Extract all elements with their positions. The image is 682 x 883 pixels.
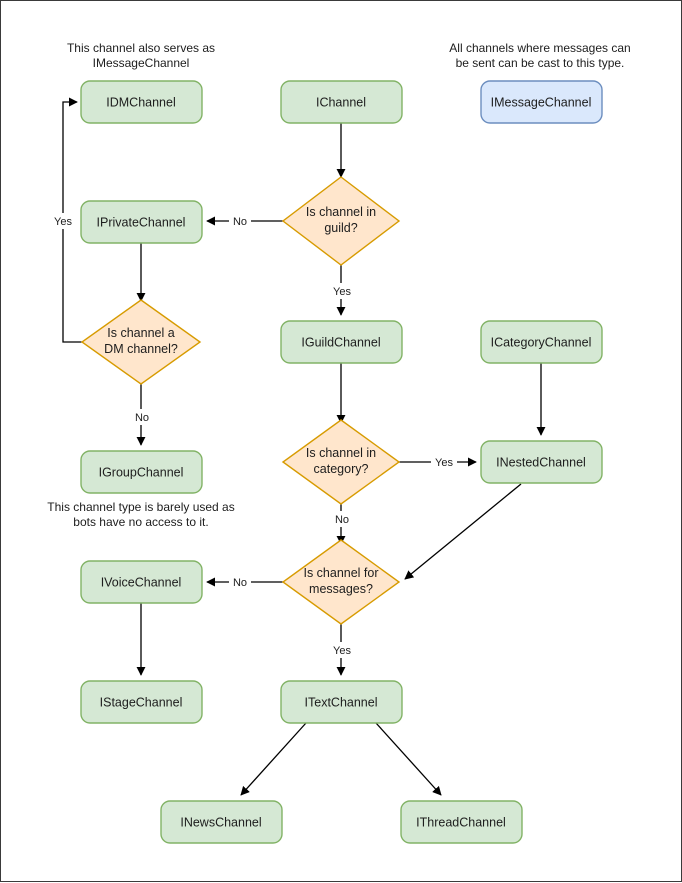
edge-label-dm-no: No <box>135 412 149 424</box>
node-igroupchannel-shape[interactable] <box>80 450 203 494</box>
edge-label-messages-no: No <box>233 577 247 589</box>
node-ichannel[interactable]: IChannel <box>280 80 403 124</box>
note-group-line2: bots have no access to it. <box>73 515 208 529</box>
node-inestedchannel[interactable]: INestedChannel <box>480 440 603 484</box>
node-itextchannel[interactable]: ITextChannel <box>280 680 403 724</box>
note-message-channel: All channels where messages can be sent … <box>449 41 630 70</box>
edge-label-bg <box>229 574 251 590</box>
decision-is-channel-for-messages-shape[interactable] <box>281 539 401 625</box>
node-inewschannel-shape[interactable] <box>160 800 283 844</box>
note-dm-line2: IMessageChannel <box>93 56 190 70</box>
node-ivoicechannel[interactable]: IVoiceChannel <box>80 560 203 604</box>
decision-is-channel-in-guild[interactable]: Is channel in guild? <box>281 176 401 266</box>
decision-is-channel-in-category-shape[interactable] <box>281 419 401 505</box>
node-imessagechannel-shape[interactable] <box>480 80 603 124</box>
node-idmchannel[interactable]: IDMChannel <box>80 80 203 124</box>
edge-label-guild-yes: Yes <box>333 286 351 298</box>
note-group-line1: This channel type is barely used as <box>47 500 234 514</box>
node-ichannel-shape[interactable] <box>280 80 403 124</box>
edge-itextchannel-to-inewschannel <box>240 722 307 796</box>
edge-label-bg <box>51 213 75 229</box>
note-dm-channel: This channel also serves as IMessageChan… <box>67 41 215 70</box>
node-iguildchannel[interactable]: IGuildChannel <box>280 320 403 364</box>
edge-label-bg <box>431 454 457 470</box>
node-iguildchannel-shape[interactable] <box>280 320 403 364</box>
node-iprivatechannel[interactable]: IPrivateChannel <box>80 200 203 244</box>
note-group-channel: This channel type is barely used as bots… <box>47 500 234 529</box>
decision-is-channel-a-dm-channel[interactable]: Is channel a DM channel? <box>80 299 202 385</box>
node-ithreadchannel-shape[interactable] <box>400 800 523 844</box>
edge-label-bg <box>331 511 353 527</box>
decision-is-channel-a-dm-channel-shape[interactable] <box>80 299 202 385</box>
edge-label-guild-no: No <box>233 216 247 228</box>
node-iprivatechannel-shape[interactable] <box>80 200 203 244</box>
node-ivoicechannel-shape[interactable] <box>80 560 203 604</box>
decision-is-channel-in-category[interactable]: Is channel in category? <box>281 419 401 505</box>
edge-itextchannel-to-ithreadchannel <box>375 722 442 796</box>
note-message-line1: All channels where messages can <box>449 41 630 55</box>
decision-is-channel-for-messages[interactable]: Is channel for messages? <box>281 539 401 625</box>
edge-label-bg <box>330 642 354 658</box>
node-icategorychannel[interactable]: ICategoryChannel <box>480 320 603 364</box>
decision-is-channel-in-guild-shape[interactable] <box>281 176 401 266</box>
node-istagechannel-shape[interactable] <box>80 680 203 724</box>
note-dm-line1: This channel also serves as <box>67 41 215 55</box>
edge-label-dm-yes: Yes <box>54 216 72 228</box>
edge-label-messages-yes: Yes <box>333 645 351 657</box>
node-idmchannel-shape[interactable] <box>80 80 203 124</box>
edge-label-bg <box>330 283 354 299</box>
node-istagechannel[interactable]: IStageChannel <box>80 680 203 724</box>
edge-label-bg <box>131 409 153 425</box>
edge-inestedchannel-to-messages-decision <box>404 483 522 580</box>
edge-label-category-no: No <box>335 514 349 526</box>
node-itextchannel-shape[interactable] <box>280 680 403 724</box>
node-inestedchannel-shape[interactable] <box>480 440 603 484</box>
note-message-line2: be sent can be cast to this type. <box>456 56 625 70</box>
node-ithreadchannel[interactable]: IThreadChannel <box>400 800 523 844</box>
edge-label-category-yes: Yes <box>435 457 453 469</box>
node-icategorychannel-shape[interactable] <box>480 320 603 364</box>
edge-label-bg <box>229 213 251 229</box>
node-igroupchannel[interactable]: IGroupChannel <box>80 450 203 494</box>
node-inewschannel[interactable]: INewsChannel <box>160 800 283 844</box>
node-imessagechannel[interactable]: IMessageChannel <box>480 80 603 124</box>
